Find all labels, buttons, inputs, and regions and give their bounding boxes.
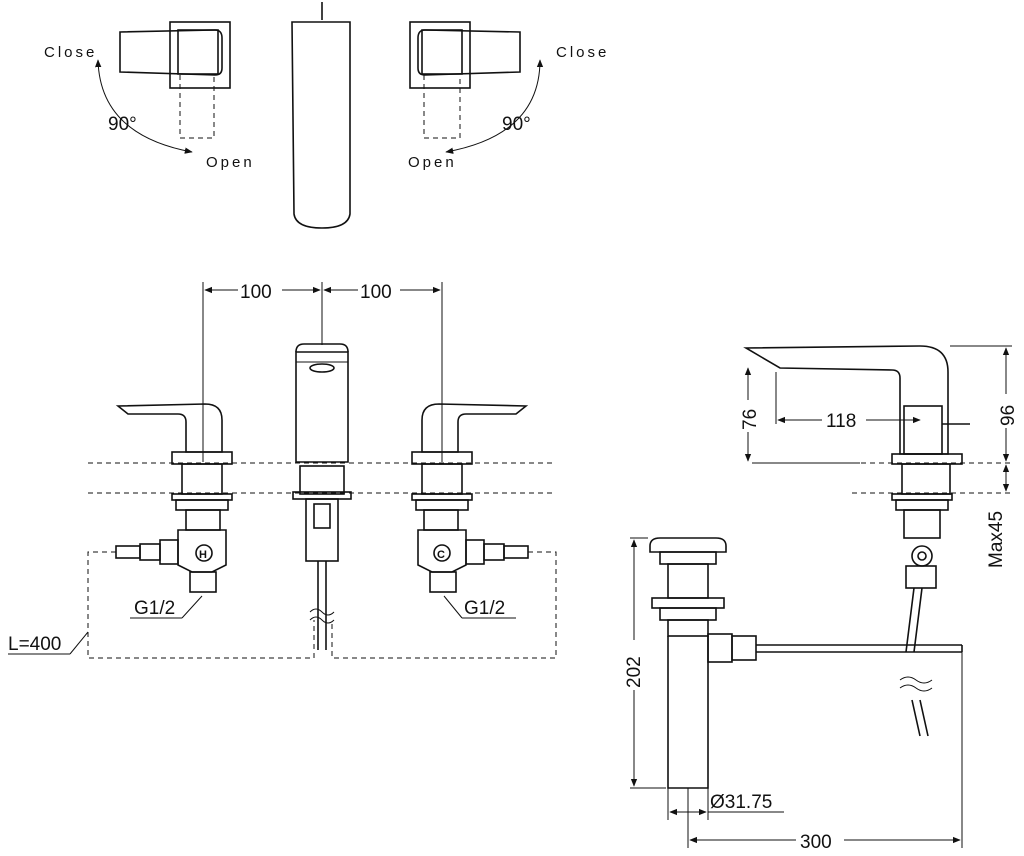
top-view-right-handle <box>409 21 544 154</box>
rod-length-label: 300 <box>800 832 832 853</box>
rotation-arc-right <box>445 59 544 154</box>
angle-label-right: 90° <box>502 114 531 135</box>
hose-right <box>331 551 557 659</box>
svg-text:H: H <box>199 549 207 561</box>
front-spout <box>292 343 352 650</box>
overall-height-label: 96 <box>998 405 1019 426</box>
spout-height-label: 76 <box>740 409 761 430</box>
open-label-right: Open <box>408 154 457 171</box>
side-view-faucet <box>743 345 970 737</box>
front-left-valve: H <box>115 403 233 593</box>
deck-max-label: Max45 <box>986 511 1007 568</box>
open-label-left: Open <box>206 154 255 171</box>
hose-left <box>87 551 315 659</box>
thread-left-label: G1/2 <box>134 598 175 619</box>
hose-length-label: L=400 <box>8 634 61 655</box>
top-view-left-handle <box>94 21 231 154</box>
spacing-dimension <box>202 282 443 462</box>
pop-up-drain <box>649 537 963 789</box>
close-label-left: Close <box>44 44 97 61</box>
angle-label-left: 90° <box>108 114 137 135</box>
rotation-arc-left <box>94 59 193 154</box>
svg-text:C: C <box>437 549 445 561</box>
close-label-right: Close <box>556 44 609 61</box>
drain-height-label: 202 <box>624 656 645 688</box>
spout-reach-label: 118 <box>826 411 856 432</box>
front-right-valve: C <box>411 403 529 593</box>
spacing-right-value: 100 <box>360 282 392 303</box>
top-view-spout <box>291 2 351 229</box>
thread-right-label: G1/2 <box>464 598 505 619</box>
spacing-left-value: 100 <box>240 282 272 303</box>
drain-diameter-label: Ø31.75 <box>710 792 772 813</box>
